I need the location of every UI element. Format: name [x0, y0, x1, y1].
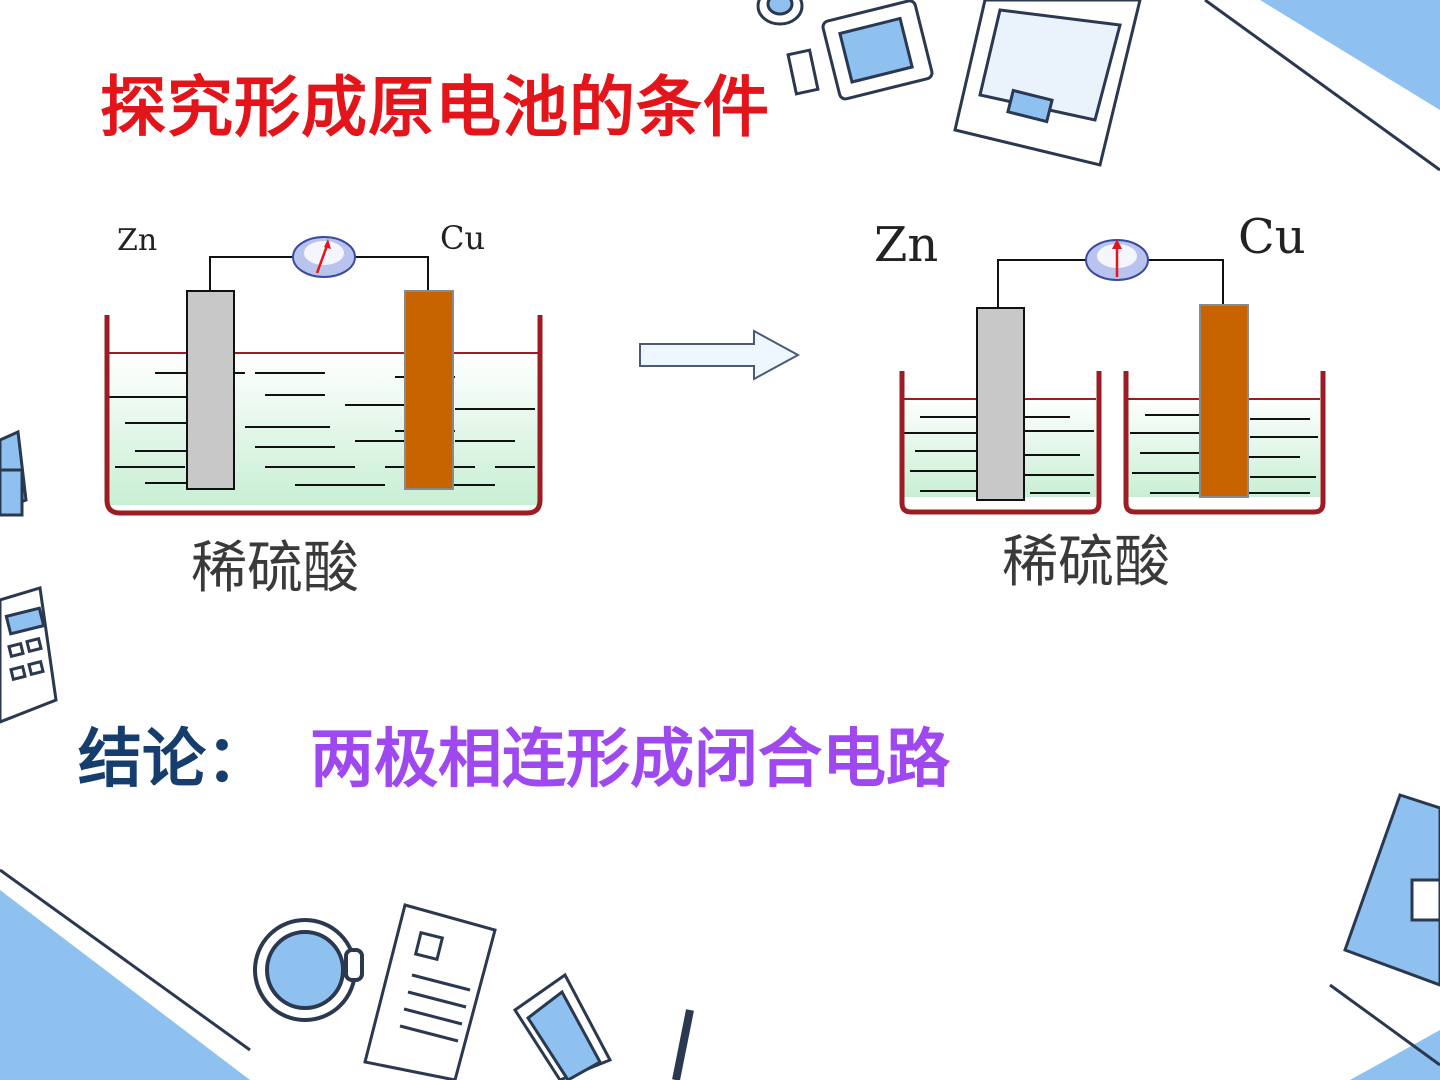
phone-icon-top [786, 48, 820, 96]
phone-icon-bottom [512, 972, 613, 1080]
zn-label: Zn [874, 217, 939, 273]
book-icon [1343, 793, 1440, 987]
laptop-icon [953, 0, 1142, 167]
zinc-electrode [976, 307, 1025, 501]
conclusion-label: 结论： [78, 723, 270, 797]
cup-icon-top [756, 0, 804, 26]
arrow-right-icon [639, 329, 801, 381]
wire-cu [353, 256, 429, 293]
copper-electrode [404, 290, 454, 490]
wire-cu [1148, 259, 1224, 307]
cu-label: Cu [1238, 209, 1306, 265]
slide-title: 探究形成原电池的条件 [100, 69, 770, 146]
zinc-electrode [186, 290, 235, 490]
cell-diagram-single-beaker: Zn Cu 稀硫酸 [95, 205, 565, 605]
galvanometer-icon [292, 236, 356, 278]
conclusion: 结论： 两极相连形成闭合电路 [78, 722, 950, 799]
beaker [104, 315, 543, 516]
conclusion-text: 两极相连形成闭合电路 [310, 723, 950, 797]
tablet-icon [821, 0, 934, 101]
electrolyte-solution [109, 353, 539, 505]
stamp-icon [0, 429, 28, 517]
electrolyte-label: 稀硫酸 [191, 536, 359, 601]
zn-label: Zn [117, 223, 158, 258]
cup-icon-bottom [253, 918, 364, 1022]
wire-zn [209, 256, 295, 293]
electrolyte-label: 稀硫酸 [1002, 530, 1170, 595]
corner-triangle-top-right [1260, 0, 1440, 110]
beaker-left [899, 371, 1102, 515]
galvanometer-icon [1085, 239, 1149, 281]
document-icon [363, 903, 497, 1080]
corner-triangle-bottom-left [0, 890, 250, 1080]
copper-electrode [1199, 304, 1249, 498]
calculator-icon [0, 586, 58, 724]
pen-icon [672, 1009, 694, 1080]
beaker-right [1123, 371, 1326, 515]
cell-diagram-two-beakers: Zn Cu 稀硫酸 [870, 205, 1350, 595]
cu-label: Cu [440, 219, 486, 257]
wire-zn [997, 259, 1086, 309]
